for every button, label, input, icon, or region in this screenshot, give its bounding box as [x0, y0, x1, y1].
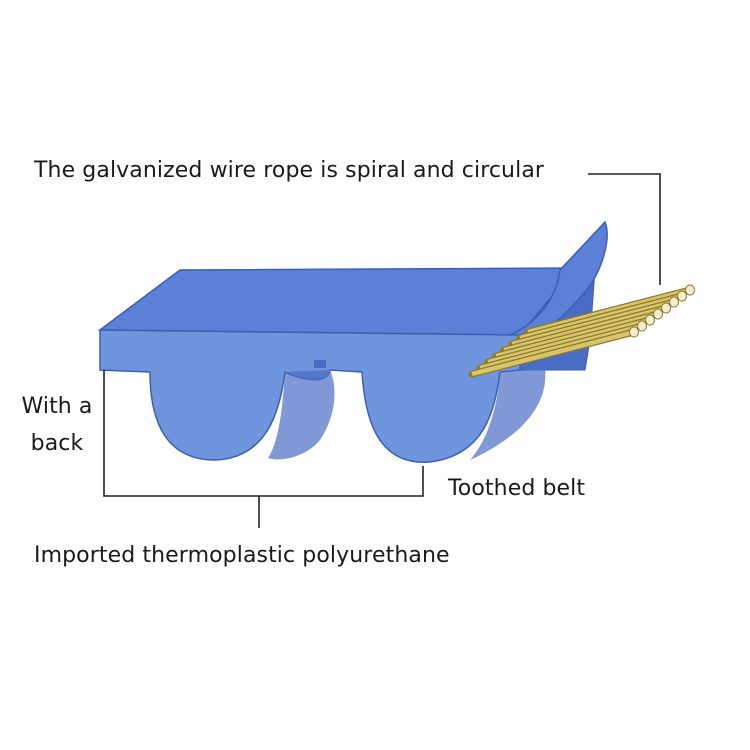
- tooth-side-shade-right: [470, 368, 546, 460]
- wire-rope-end: [629, 326, 639, 338]
- leader-bracket: [103, 370, 424, 497]
- wire-rope-end: [685, 284, 695, 296]
- wire-rope-strand-core: [479, 323, 643, 371]
- wire-rope-strand-core: [495, 311, 659, 359]
- wire-rope-end: [677, 290, 687, 302]
- tooth-notch: [314, 360, 326, 368]
- toothed-belt-label: Toothed belt: [448, 476, 586, 501]
- wire-rope-label: The galvanized wire rope is spiral and c…: [34, 158, 545, 183]
- wire-rope-strand-core: [471, 329, 635, 377]
- material-label: Imported thermoplastic polyurethane: [34, 543, 450, 568]
- leader-wire-rope: [588, 173, 661, 285]
- wire-rope-end: [661, 302, 671, 314]
- wire-rope-end: [637, 320, 647, 332]
- belt-top-surface: [97, 267, 577, 336]
- wire-rope-strand-core: [527, 287, 691, 335]
- wire-rope-strand-core: [519, 293, 683, 341]
- wire-rope-end: [645, 314, 655, 326]
- wire-rope-strand-core: [487, 317, 651, 365]
- with-a-back-label: With a back: [21, 394, 93, 456]
- wire-rope-strand-core: [503, 305, 667, 353]
- belt-body: [97, 220, 608, 463]
- wire-rope-strand-core: [511, 299, 675, 347]
- leader-lines: [103, 173, 661, 528]
- wire-rope-end: [669, 296, 679, 308]
- wire-rope-end: [653, 308, 663, 320]
- tooth-side-shade: [268, 370, 335, 460]
- wire-rope-bundle: [468, 284, 695, 378]
